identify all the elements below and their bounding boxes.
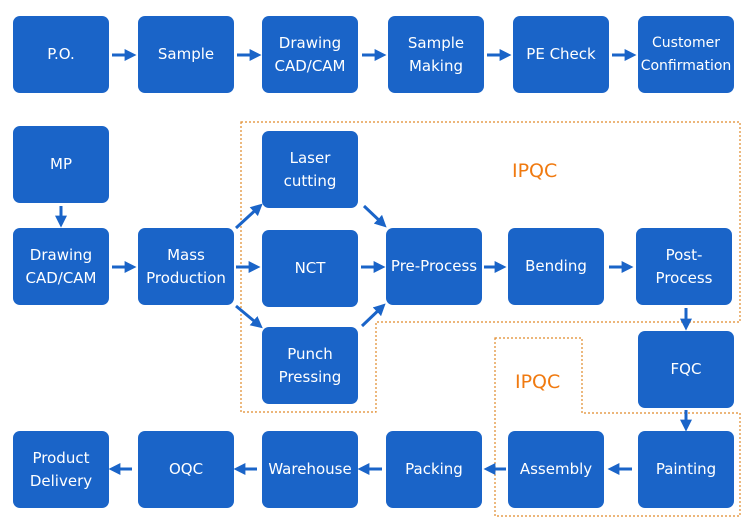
oqc-box: OQC: [138, 431, 234, 508]
fqc-box: FQC: [638, 331, 734, 408]
mp-box: MP: [13, 126, 109, 203]
punch-pressing-box: Punch Pressing: [262, 327, 358, 404]
ipqc-label-lower: IPQC: [515, 371, 561, 393]
customer-confirmation-box: Customer Confirmation: [638, 16, 734, 93]
po-box: P.O.: [13, 16, 109, 93]
ipqc-region-lower: [494, 337, 741, 517]
arrow-mass-laser: [234, 203, 263, 230]
arrow-punch-preprocess: [360, 303, 386, 328]
assembly-box: Assembly: [508, 431, 604, 508]
arrow-laser-preprocess: [362, 204, 387, 228]
pe-check-box: PE Check: [513, 16, 609, 93]
drawing-cad-cam-box-top: Drawing CAD/CAM: [262, 16, 358, 93]
ipqc-region-upper: [240, 121, 741, 413]
warehouse-box: Warehouse: [262, 431, 358, 508]
post-process-box: Post- Process: [636, 228, 732, 305]
sample-making-box: Sample Making: [388, 16, 484, 93]
nct-box: NCT: [262, 230, 358, 307]
sample-box: Sample: [138, 16, 234, 93]
product-delivery-box: Product Delivery: [13, 431, 109, 508]
arrow-mass-punch: [235, 304, 263, 329]
laser-cutting-box: Laser cutting: [262, 131, 358, 208]
packing-box: Packing: [386, 431, 482, 508]
painting-box: Painting: [638, 431, 734, 508]
mass-production-box: Mass Production: [138, 228, 234, 305]
bending-box: Bending: [508, 228, 604, 305]
ipqc-label-upper: IPQC: [512, 160, 558, 182]
drawing-cad-cam-box: Drawing CAD/CAM: [13, 228, 109, 305]
pre-process-box: Pre-Process: [386, 228, 482, 305]
